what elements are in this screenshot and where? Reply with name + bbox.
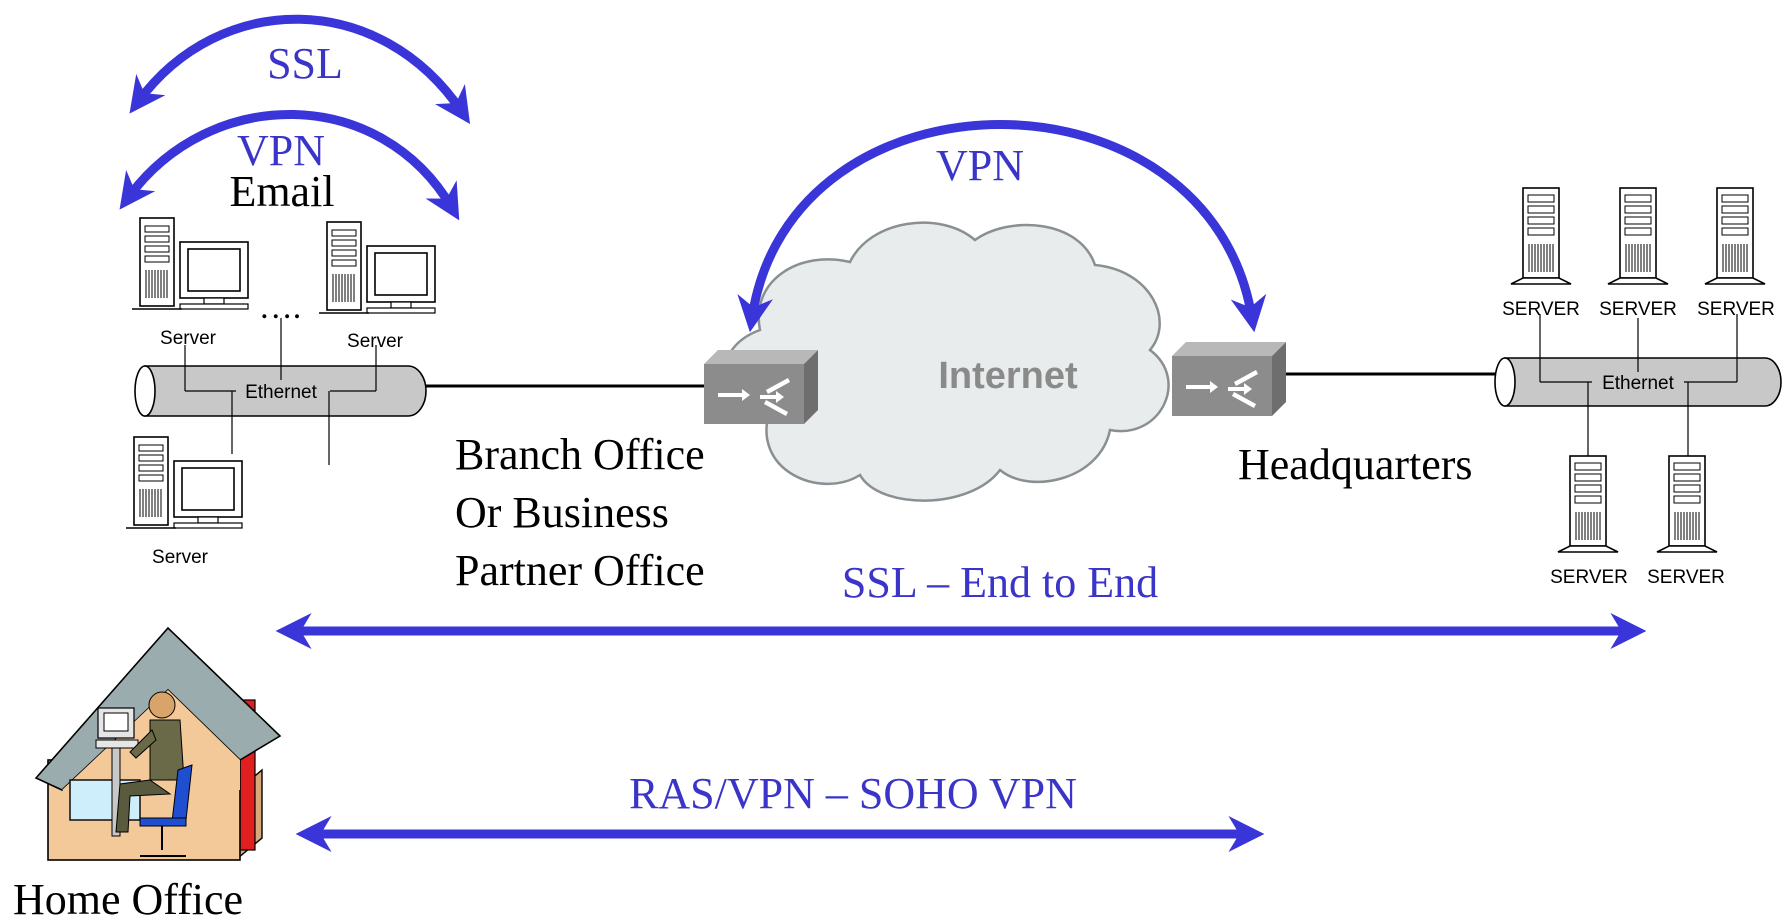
hq-router-icon (1172, 342, 1286, 416)
branch-server-label-1: Server (160, 328, 217, 349)
branch-ellipsis: …. (259, 289, 302, 326)
branch-office-label-line1: Branch Office (455, 430, 705, 479)
hq-server-label-3: SERVER (1697, 299, 1775, 320)
hq-server-label-2: SERVER (1599, 299, 1677, 320)
hq-server-icon-2 (1607, 187, 1669, 285)
hq-server-label-4: SERVER (1550, 567, 1628, 588)
home-office-house-icon (34, 626, 282, 861)
branch-server-label-2: Server (347, 331, 404, 352)
branch-ethernet-label: Ethernet (245, 382, 318, 403)
branch-router-icon (704, 350, 818, 424)
ssl-top-label: SSL (267, 39, 343, 88)
hq-server-label-1: SERVER (1502, 299, 1580, 320)
hq-ethernet-cable: Ethernet (1494, 314, 1782, 460)
ssl-branch-arc-arrow (129, 14, 471, 124)
branch-workstation-1 (131, 217, 249, 310)
vpn-center-label: VPN (936, 141, 1024, 190)
internet-cloud: Internet (723, 221, 1170, 502)
hq-server-label-5: SERVER (1647, 567, 1725, 588)
branch-ethernet-cable: Ethernet (134, 318, 427, 465)
hq-server-icon-1 (1510, 187, 1572, 285)
ras-vpn-label: RAS/VPN – SOHO VPN (629, 769, 1077, 818)
hq-server-icon-4 (1557, 455, 1619, 553)
email-label: Email (229, 167, 334, 216)
branch-office-label-line3: Partner Office (455, 546, 705, 595)
internet-label: Internet (938, 355, 1078, 397)
branch-workstation-2 (318, 221, 436, 314)
hq-ethernet-label: Ethernet (1602, 373, 1675, 394)
vpn-left-label: VPN (237, 126, 325, 175)
vpn-internet-arc-arrow (737, 120, 1267, 333)
hq-server-icon-5 (1656, 455, 1718, 553)
branch-workstation-3 (125, 436, 243, 529)
headquarters-label: Headquarters (1238, 440, 1473, 489)
hq-server-icon-3 (1704, 187, 1766, 285)
branch-server-label-3: Server (152, 547, 209, 568)
ssl-end-to-end-label: SSL – End to End (842, 558, 1158, 607)
branch-office-label-line2: Or Business (455, 488, 669, 537)
home-office-label: Home Office (13, 875, 243, 920)
vpn-branch-arc-arrow (119, 110, 460, 221)
